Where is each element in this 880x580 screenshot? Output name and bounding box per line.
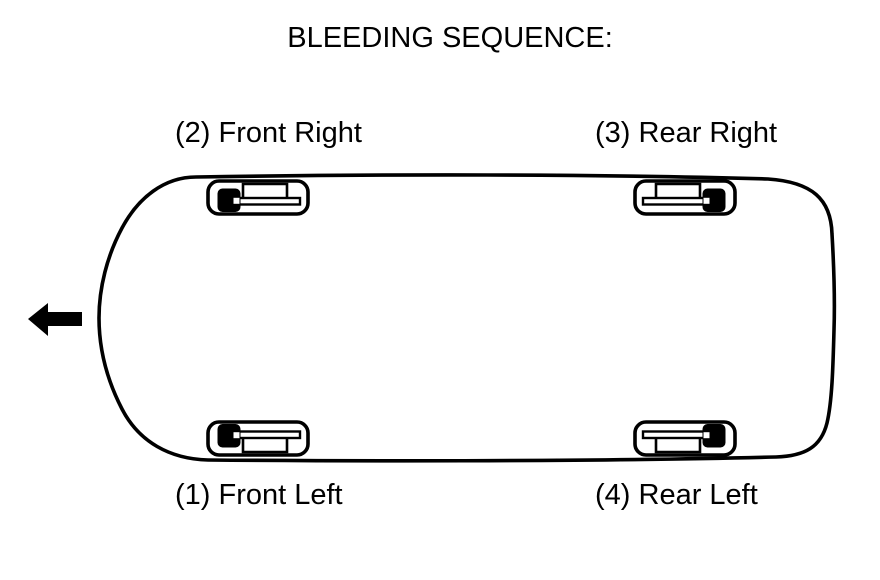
- wheel-front-right-icon: [206, 179, 310, 216]
- label-rear-left: (4) Rear Left: [595, 479, 758, 511]
- car-body-outline: [97, 173, 837, 463]
- label-front-left: (1) Front Left: [175, 479, 343, 511]
- wheel-front-left-icon: [206, 420, 310, 457]
- wheel-rear-left-icon: [633, 420, 737, 457]
- diagram-title: BLEEDING SEQUENCE:: [287, 22, 613, 54]
- label-rear-right: (3) Rear Right: [595, 117, 778, 149]
- front-direction-arrow-icon: [28, 303, 82, 336]
- label-front-right: (2) Front Right: [175, 117, 362, 149]
- wheel-rear-right-icon: [633, 179, 737, 216]
